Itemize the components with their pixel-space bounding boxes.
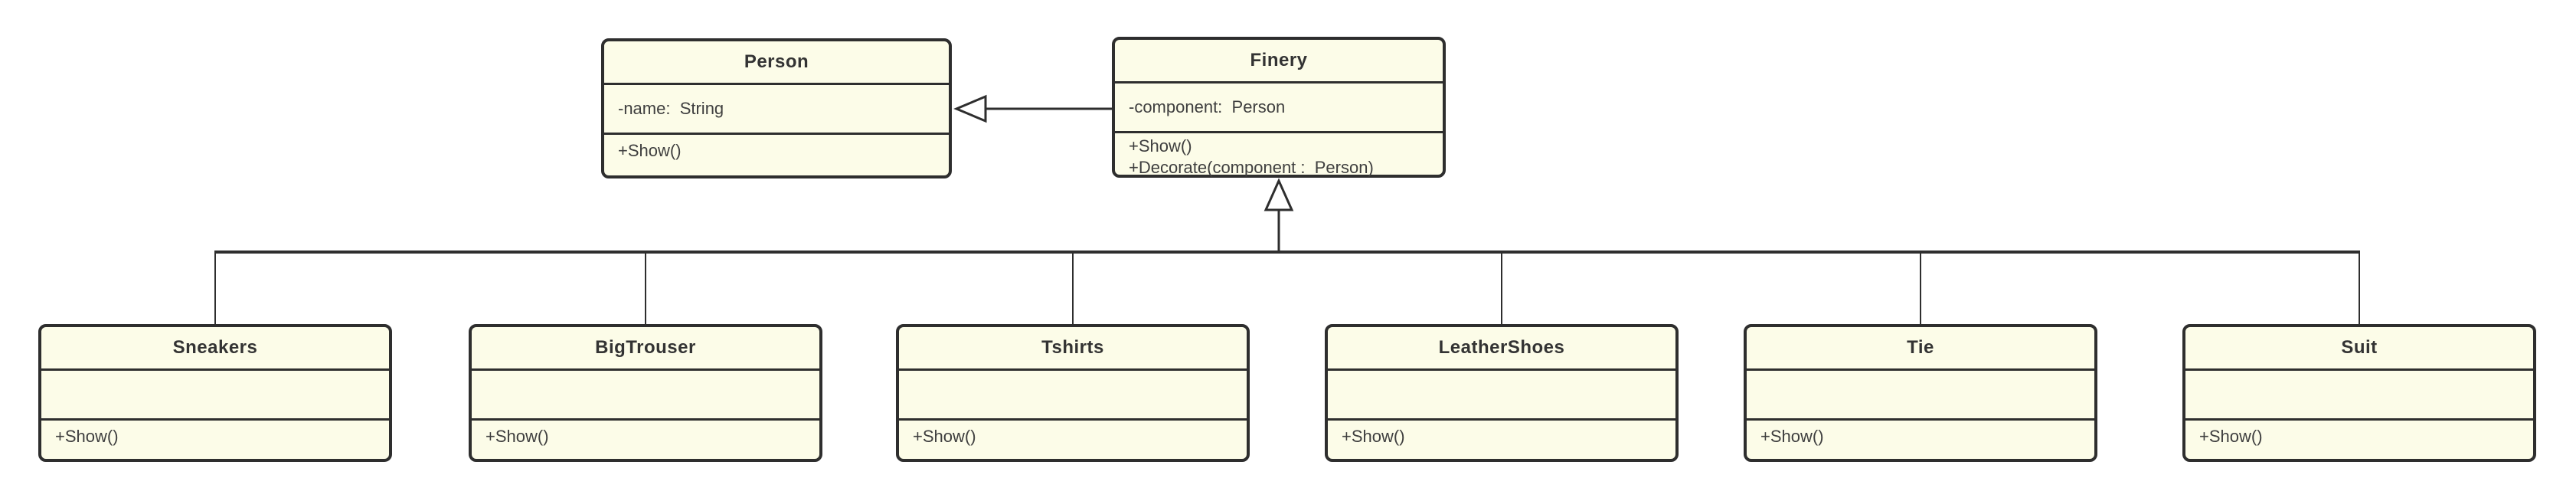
generalization-subclasses-to-finery: [214, 178, 2360, 327]
class-methods: +Show(): [604, 135, 949, 175]
class-attributes: [1747, 371, 2094, 421]
class-attributes: [472, 371, 819, 421]
class-methods: +Show(): [41, 421, 389, 459]
class-methods: +Show(): [1328, 421, 1675, 459]
class-attributes: [2185, 371, 2533, 421]
class-title: Suit: [2185, 327, 2533, 371]
method-item: +Show(): [913, 427, 976, 446]
class-attributes: [1328, 371, 1675, 421]
class-attributes: [41, 371, 389, 421]
class-methods: +Show(): [472, 421, 819, 459]
class-attributes: [899, 371, 1247, 421]
hollow-triangle-arrowhead: [953, 94, 987, 123]
generalization-finery-to-person: [953, 94, 1115, 123]
method-item: +Show(): [618, 141, 682, 160]
method-item: +Show(): [485, 427, 549, 446]
method-item: +Show(): [1342, 427, 1405, 446]
class-node-tshirts[interactable]: Tshirts +Show(): [896, 324, 1250, 462]
class-methods: +Show() +Decorate(component : Person): [1115, 133, 1443, 178]
class-methods: +Show(): [2185, 421, 2533, 459]
class-title: BigTrouser: [472, 327, 819, 371]
class-title: LeatherShoes: [1328, 327, 1675, 371]
class-node-leathershoes[interactable]: LeatherShoes +Show(): [1325, 324, 1679, 462]
class-node-tie[interactable]: Tie +Show(): [1744, 324, 2097, 462]
class-title: Tshirts: [899, 327, 1247, 371]
method-item: +Show(): [55, 427, 119, 446]
class-node-suit[interactable]: Suit +Show(): [2182, 324, 2536, 462]
class-node-sneakers[interactable]: Sneakers +Show(): [38, 324, 392, 462]
class-node-bigtrouser[interactable]: BigTrouser +Show(): [469, 324, 822, 462]
method-item: +Show(): [1129, 136, 1192, 156]
class-attributes: -name: String: [604, 85, 949, 135]
attribute-item: -name: String: [618, 99, 724, 118]
class-title: Person: [604, 41, 949, 85]
class-methods: +Show(): [899, 421, 1247, 459]
method-item: +Decorate(component : Person): [1129, 158, 1374, 177]
class-title: Finery: [1115, 40, 1443, 84]
class-title: Tie: [1747, 327, 2094, 371]
hollow-triangle-arrowhead: [1263, 178, 1294, 211]
method-item: +Show(): [1760, 427, 1824, 446]
class-methods: +Show(): [1747, 421, 2094, 459]
class-title: Sneakers: [41, 327, 389, 371]
class-node-person[interactable]: Person -name: String +Show(): [601, 38, 952, 178]
method-item: +Show(): [2199, 427, 2263, 446]
class-attributes: -component: Person: [1115, 84, 1443, 133]
attribute-item: -component: Person: [1129, 97, 1286, 116]
class-node-finery[interactable]: Finery -component: Person +Show() +Decor…: [1112, 37, 1446, 178]
